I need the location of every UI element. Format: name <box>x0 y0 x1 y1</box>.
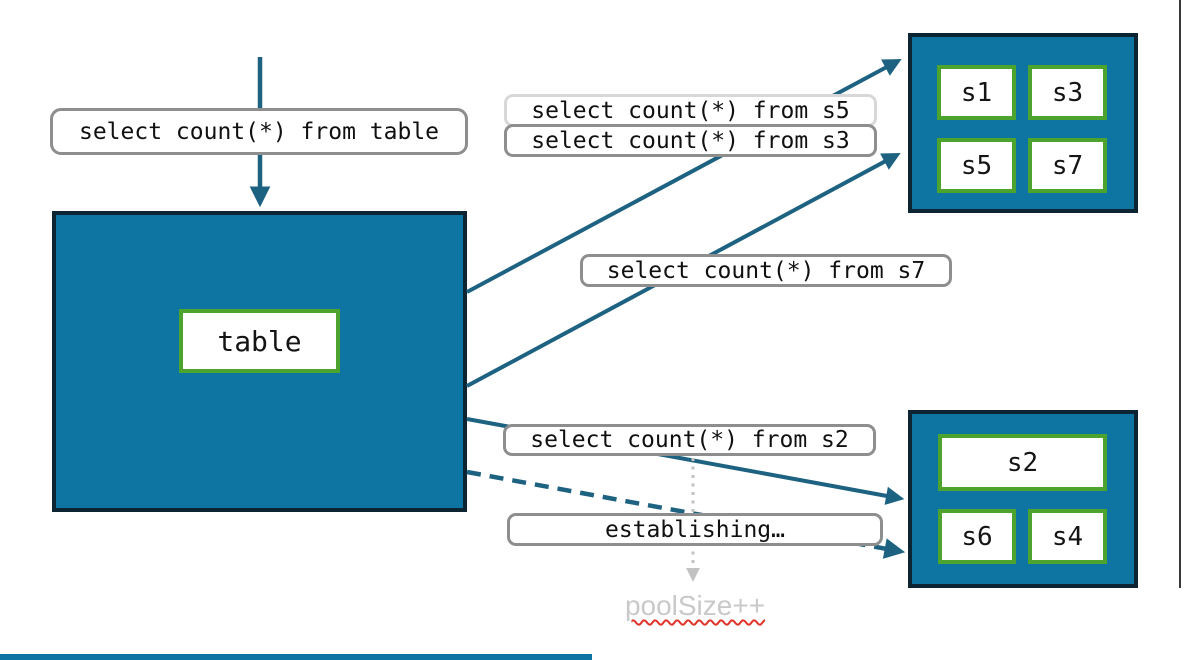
query-label-s5: select count(*) from s5 <box>504 94 877 127</box>
query-text-s2: select count(*) from s2 <box>530 427 849 453</box>
query-text-s5: select count(*) from s5 <box>531 97 850 124</box>
query-label-s3: select count(*) from s3 <box>504 124 877 157</box>
shard-s2: s2 <box>938 434 1107 491</box>
shard-group-bottom: s2 s6 s4 <box>908 410 1138 588</box>
query-text-s3: select count(*) from s3 <box>531 127 850 154</box>
pool-size-note: poolSize++ <box>624 590 766 621</box>
table-label-box: table <box>179 309 340 373</box>
bottom-accent-bar <box>0 654 592 660</box>
shard-s6: s6 <box>938 509 1016 564</box>
query-label-s7: select count(*) from s7 <box>580 254 952 287</box>
query-text-s7: select count(*) from s7 <box>606 257 926 284</box>
shard-s1: s1 <box>937 65 1016 120</box>
query-label-s2: select count(*) from s2 <box>503 424 876 456</box>
query-label-table: select count(*) from table <box>50 108 468 155</box>
query-text-establishing: establishing… <box>604 516 785 543</box>
table-label: table <box>217 324 302 358</box>
shard-s3: s3 <box>1028 65 1107 120</box>
table-node: table <box>52 211 467 512</box>
arrow-establishing <box>466 469 906 559</box>
shard-group-top: s1 s3 s5 s7 <box>908 33 1138 213</box>
query-text-table: select count(*) from table <box>78 118 440 145</box>
shard-s5: s5 <box>937 138 1016 193</box>
shard-s7: s7 <box>1028 138 1107 193</box>
shard-s4: s4 <box>1028 509 1107 564</box>
query-label-establishing: establishing… <box>507 513 883 546</box>
